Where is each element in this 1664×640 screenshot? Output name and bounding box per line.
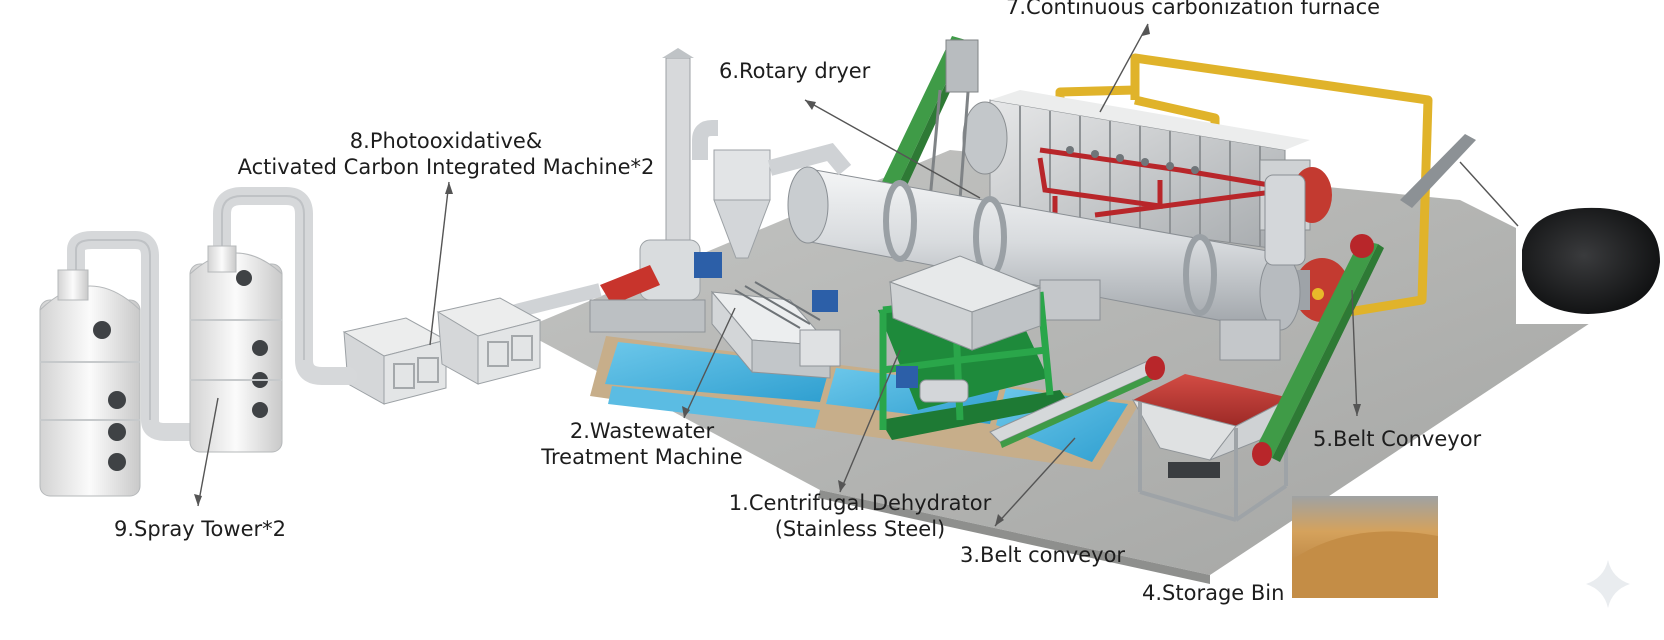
label-wastewater-machine: 2.Wastewater Treatment Machine [532,418,752,470]
spray-tower-1 [39,269,141,497]
label-storage-bin: 4.Storage Bin [1142,581,1285,605]
label-carbon-line1: 8.Photooxidative& [349,129,543,153]
leader-lines [197,23,1519,527]
leader-arrowheads [194,24,1361,526]
rotary-dryer [787,166,1306,361]
label-carbonization-furnace: 7.Continuous carbonization furnace [1006,0,1381,19]
label-dehydrator-line1: 1.Centrifugal Dehydrator [728,491,992,515]
label-spray-tower: 9.Spray Tower*2 [114,517,286,541]
centrifugal-dehydrator [878,255,1070,440]
furnace-valves [1066,146,1199,174]
label-carbon-integrated-machine: 8.Photooxidative& Activated Carbon Integ… [226,128,666,180]
spray-tower-2 [189,245,283,453]
belt-conveyor-5 [1252,134,1476,466]
label-rotary-dryer: 6.Rotary dryer [719,59,871,83]
sawdust-photo [1292,496,1438,598]
label-belt-conveyor-3: 3.Belt conveyor [960,543,1126,567]
label-wastewater-line1: 2.Wastewater [569,419,715,443]
cyclone-and-fan [589,48,852,333]
label-belt-conveyor-5: 5.Belt Conveyor [1313,427,1482,451]
storage-bin-hopper [1131,374,1291,522]
label-dehydrator-line2: (Stainless Steel) [774,517,946,541]
label-wastewater-line2: Treatment Machine [541,445,743,469]
label-carbon-line2: Activated Carbon Integrated Machine*2 [237,155,655,179]
carbon-integrated-machines [342,297,542,405]
charcoal-photo [1516,196,1664,324]
platform-edge [818,490,1210,584]
sparkle-icon [1586,560,1630,608]
label-centrifugal-dehydrator: 1.Centrifugal Dehydrator (Stainless Stee… [710,490,1010,542]
wastewater-machine [710,281,841,379]
feed-conveyor [880,36,979,201]
belt-conveyor-3 [989,356,1165,448]
